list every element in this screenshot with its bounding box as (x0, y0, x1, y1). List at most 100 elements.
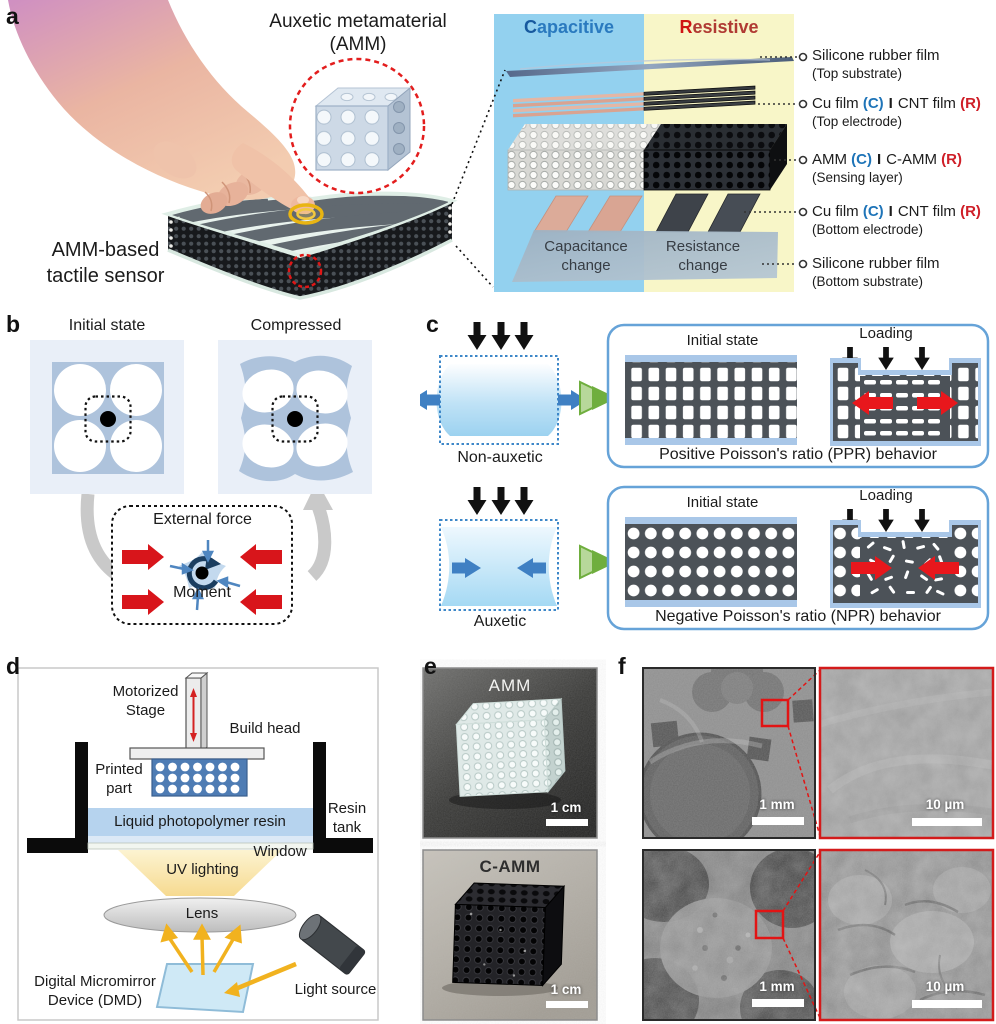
panel-f-graphic (642, 666, 995, 1022)
sem-frame-tr (818, 666, 995, 840)
resin-lower-layer (88, 836, 313, 843)
capacitive-marker: (C) (851, 151, 872, 168)
label-text: AMM (812, 151, 847, 168)
separator: I (888, 203, 893, 220)
layer-sublabel-bottom-electrode: (Bottom electrode) (812, 222, 924, 237)
npr-caption: Negative Poisson's ratio (NPR) behavior (655, 608, 941, 625)
panel-b-graphic (30, 340, 372, 625)
capacitive-marker: (C) (862, 95, 884, 112)
capacitance-change-line1: Capacitance (544, 238, 628, 255)
top-electrode-layer (513, 85, 756, 118)
resistive-marker: (R) (941, 151, 962, 168)
label-text: Cu film (812, 203, 859, 220)
resin-tank-line1: Resin (327, 800, 367, 817)
light-beam-arrowhead (224, 982, 240, 997)
sensor-edge-pores (169, 206, 452, 248)
scale-10um-bottom: 10 µm (925, 979, 965, 994)
motorized-stage-bar (184, 671, 209, 754)
sem-zoom-region-bottom (754, 909, 785, 940)
ppr-caption: Positive Poisson's ratio (PPR) behavior (659, 446, 937, 463)
resin-label: Liquid photopolymer resin (114, 813, 286, 830)
label-text: CNT film (897, 203, 956, 220)
motorized-stage-line2: Stage (125, 702, 166, 719)
uv-beam-arrows (160, 923, 242, 976)
resistance-change-line2: change (678, 257, 728, 274)
resistance-change-line1: Resistance (665, 238, 741, 255)
ppr-initial-label: Initial state (686, 332, 759, 349)
panel-a-graphic (8, 0, 808, 300)
amm-photo-label: AMM (488, 676, 532, 695)
layer-label-bottom-substrate: Silicone rubber film (812, 255, 940, 272)
sem-frame-tl (642, 667, 816, 839)
light-source-cylinder (298, 914, 366, 975)
moment-icon (169, 540, 241, 611)
resistive-marker: (R) (960, 203, 981, 220)
sem-camm-overview (643, 850, 815, 1020)
panel-letter-c: c (426, 311, 439, 337)
external-force-box (111, 505, 293, 625)
auxetic-schematic (439, 487, 559, 611)
auxetic-label: Auxetic (473, 613, 527, 630)
sem-amm-zoom (820, 668, 993, 838)
resin-layer (88, 808, 313, 836)
printed-part-block (151, 758, 248, 797)
scale-1cm-top: 1 cm (550, 800, 582, 815)
layer-sublabel-sensing: (Sensing layer) (812, 170, 903, 185)
motorized-stage-line1: Motorized (112, 683, 179, 700)
layer-label-top-substrate: Silicone rubber film (812, 47, 940, 64)
scale-10um-top: 10 µm (925, 797, 965, 812)
external-force-label: External force (153, 511, 252, 528)
panel-letter-b: b (6, 311, 21, 337)
dmd-line2: Device (DMD) (47, 992, 143, 1009)
ppr-box (606, 323, 990, 469)
sensor-caption-line2: tactile sensor (46, 265, 165, 287)
panel-d-graphic (17, 667, 379, 1021)
non-auxetic-label: Non-auxetic (457, 449, 543, 466)
panel-letter-d: d (6, 653, 21, 679)
dmd-shape (155, 963, 255, 1014)
capacitive-marker: (C) (862, 203, 884, 220)
separator: I (888, 95, 893, 112)
sem-frame-bl (642, 849, 816, 1021)
initial-state-cell (30, 340, 184, 494)
sem-zoom-connectors-bottom (782, 851, 821, 1019)
resin-tank-walls (27, 742, 373, 853)
window-layer (87, 842, 314, 850)
layer-sublabel-bottom-substrate: (Bottom substrate) (812, 274, 924, 289)
scale-1cm-bottom: 1 cm (550, 982, 582, 997)
capacitive-header: Capacitive (523, 17, 615, 37)
build-head-bar (129, 747, 265, 760)
sensing-layer-block (507, 124, 787, 191)
layer-leader-lines (744, 56, 797, 265)
capacitance-change-line2: change (561, 257, 611, 274)
dmd-line1: Digital Micromirror (34, 973, 156, 990)
label-text: CNT film (897, 95, 956, 112)
amm-photo (422, 667, 598, 839)
scale-1mm-bottom: 1 mm (759, 979, 795, 994)
sem-camm-zoom (820, 850, 993, 1020)
bottom-electrode-layer (533, 193, 761, 233)
panel-letter-e: e (424, 653, 437, 679)
touch-point-rings (288, 203, 324, 225)
resistive-marker: (R) (960, 95, 981, 112)
bottom-substrate-layer (512, 230, 778, 282)
light-beam-arrow (232, 961, 297, 993)
panel-c-graphic (420, 322, 990, 631)
sem-frame-br (818, 848, 995, 1022)
panel-letter-a: a (6, 3, 19, 29)
npr-initial-label: Initial state (686, 494, 759, 511)
sem-zoom-region-top (760, 698, 790, 728)
layer-sublabel-top-electrode: (Top electrode) (812, 114, 903, 129)
window-label: Window (253, 843, 307, 860)
separator: I (877, 151, 882, 168)
camm-photo (422, 849, 598, 1021)
lens-label: Lens (185, 905, 219, 922)
layer-sublabel-top-substrate: (Top substrate) (812, 66, 903, 81)
layer-leader-markers (798, 52, 808, 269)
camm-photo-label: C-AMM (479, 857, 541, 876)
label-text: Cu film (812, 95, 859, 112)
